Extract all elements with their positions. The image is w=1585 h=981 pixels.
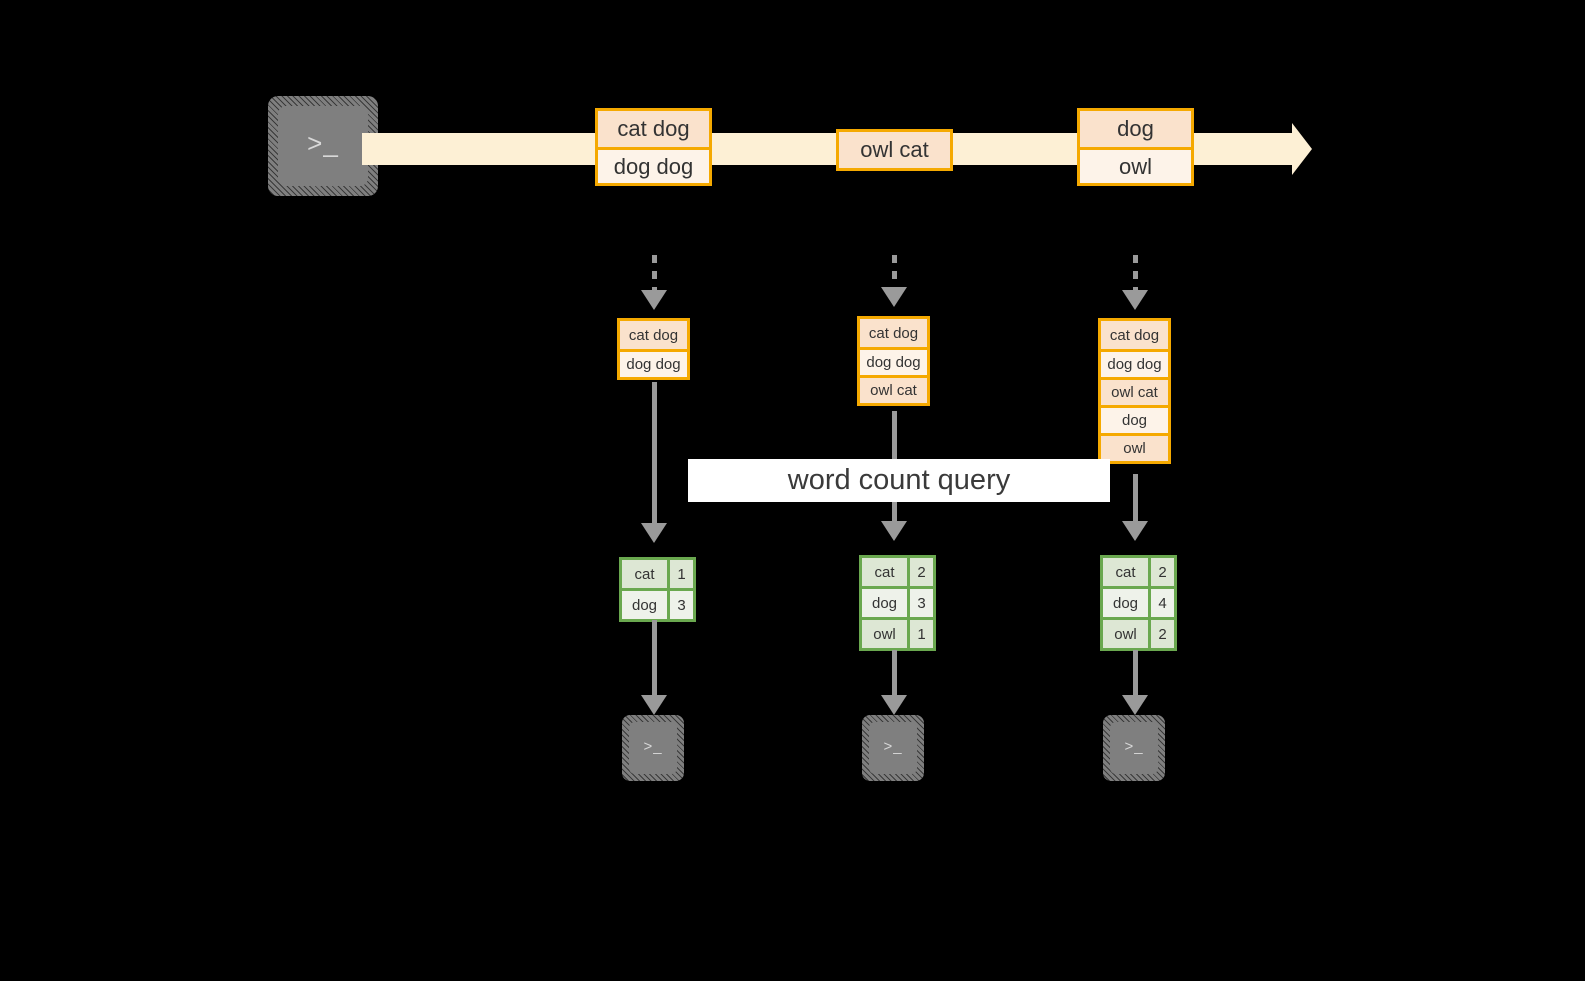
result-word: dog bbox=[862, 589, 907, 617]
result-count: 2 bbox=[1148, 558, 1174, 586]
result-word: owl bbox=[862, 620, 907, 648]
batch-to-result-arrowhead-icon bbox=[641, 523, 667, 543]
query-label: word count query bbox=[787, 464, 1011, 496]
result-to-sink-connector bbox=[1133, 650, 1138, 698]
table-row: owl 2 bbox=[1103, 617, 1174, 648]
batch-to-result-arrowhead-icon bbox=[1122, 521, 1148, 541]
result-word: owl bbox=[1103, 620, 1148, 648]
stream-record: owl cat bbox=[836, 129, 953, 171]
sink-terminal-icon-3: >_ bbox=[1103, 715, 1165, 781]
batch-box-2: cat dog dog dog owl cat bbox=[857, 316, 930, 406]
stream-to-batch-arrowhead-icon bbox=[881, 287, 907, 307]
stream-record-line: owl cat bbox=[839, 132, 950, 168]
table-row: cat 2 bbox=[1103, 558, 1174, 586]
batch-line: owl bbox=[1101, 433, 1168, 461]
stream-to-batch-connector bbox=[892, 255, 897, 288]
batch-line: owl cat bbox=[1101, 377, 1168, 405]
result-table-1: cat 1 dog 3 bbox=[619, 557, 696, 622]
batch-line: dog dog bbox=[1101, 349, 1168, 377]
sink-terminal-prompt: >_ bbox=[883, 737, 903, 755]
sink-terminal-prompt: >_ bbox=[1124, 737, 1144, 755]
stream-record: dog owl bbox=[1077, 108, 1194, 186]
result-word: cat bbox=[862, 558, 907, 586]
query-label-band: word count query bbox=[688, 459, 1110, 502]
batch-line: cat dog bbox=[620, 321, 687, 349]
stream-to-batch-arrowhead-icon bbox=[641, 290, 667, 310]
sink-terminal-prompt: >_ bbox=[643, 737, 663, 755]
sink-terminal-screen bbox=[1110, 722, 1158, 774]
result-to-sink-connector bbox=[652, 620, 657, 698]
stream-record-line: cat dog bbox=[598, 111, 709, 147]
result-count: 2 bbox=[1148, 620, 1174, 648]
result-table-2: cat 2 dog 3 owl 1 bbox=[859, 555, 936, 651]
table-row: owl 1 bbox=[862, 617, 933, 648]
batch-to-result-connector bbox=[1133, 474, 1138, 524]
table-row: cat 2 bbox=[862, 558, 933, 586]
result-count: 1 bbox=[667, 560, 693, 588]
batch-line: owl cat bbox=[860, 375, 927, 403]
stream-record-line: dog dog bbox=[598, 147, 709, 183]
batch-box-1: cat dog dog dog bbox=[617, 318, 690, 380]
source-terminal-screen bbox=[278, 106, 368, 186]
result-to-sink-connector bbox=[892, 650, 897, 698]
result-to-sink-arrowhead-icon bbox=[641, 695, 667, 715]
result-to-sink-arrowhead-icon bbox=[1122, 695, 1148, 715]
source-terminal-prompt: >_ bbox=[307, 127, 339, 158]
stream-record: cat dog dog dog bbox=[595, 108, 712, 186]
stream-to-batch-arrowhead-icon bbox=[1122, 290, 1148, 310]
sink-terminal-screen bbox=[629, 722, 677, 774]
result-word: dog bbox=[1103, 589, 1148, 617]
batch-line: dog dog bbox=[860, 347, 927, 375]
stream-record-line: dog bbox=[1080, 111, 1191, 147]
stream-record-line: owl bbox=[1080, 147, 1191, 183]
result-count: 4 bbox=[1148, 589, 1174, 617]
stream-arrowhead-icon bbox=[1292, 123, 1312, 175]
batch-line: dog dog bbox=[620, 349, 687, 377]
result-word: cat bbox=[1103, 558, 1148, 586]
batch-box-3: cat dog dog dog owl cat dog owl bbox=[1098, 318, 1171, 464]
batch-line: cat dog bbox=[1101, 321, 1168, 349]
sink-terminal-screen bbox=[869, 722, 917, 774]
source-terminal-icon: >_ bbox=[268, 96, 378, 196]
result-count: 2 bbox=[907, 558, 933, 586]
table-row: dog 3 bbox=[622, 588, 693, 619]
batch-line: cat dog bbox=[860, 319, 927, 347]
batch-line: dog bbox=[1101, 405, 1168, 433]
batch-to-result-connector bbox=[652, 382, 657, 526]
result-word: dog bbox=[622, 591, 667, 619]
sink-terminal-icon-2: >_ bbox=[862, 715, 924, 781]
stream-to-batch-connector bbox=[652, 255, 657, 291]
result-count: 1 bbox=[907, 620, 933, 648]
result-word: cat bbox=[622, 560, 667, 588]
sink-terminal-icon-1: >_ bbox=[622, 715, 684, 781]
batch-to-result-arrowhead-icon bbox=[881, 521, 907, 541]
table-row: cat 1 bbox=[622, 560, 693, 588]
stream-to-batch-connector bbox=[1133, 255, 1138, 291]
result-table-3: cat 2 dog 4 owl 2 bbox=[1100, 555, 1177, 651]
result-to-sink-arrowhead-icon bbox=[881, 695, 907, 715]
result-count: 3 bbox=[667, 591, 693, 619]
table-row: dog 4 bbox=[1103, 586, 1174, 617]
table-row: dog 3 bbox=[862, 586, 933, 617]
result-count: 3 bbox=[907, 589, 933, 617]
